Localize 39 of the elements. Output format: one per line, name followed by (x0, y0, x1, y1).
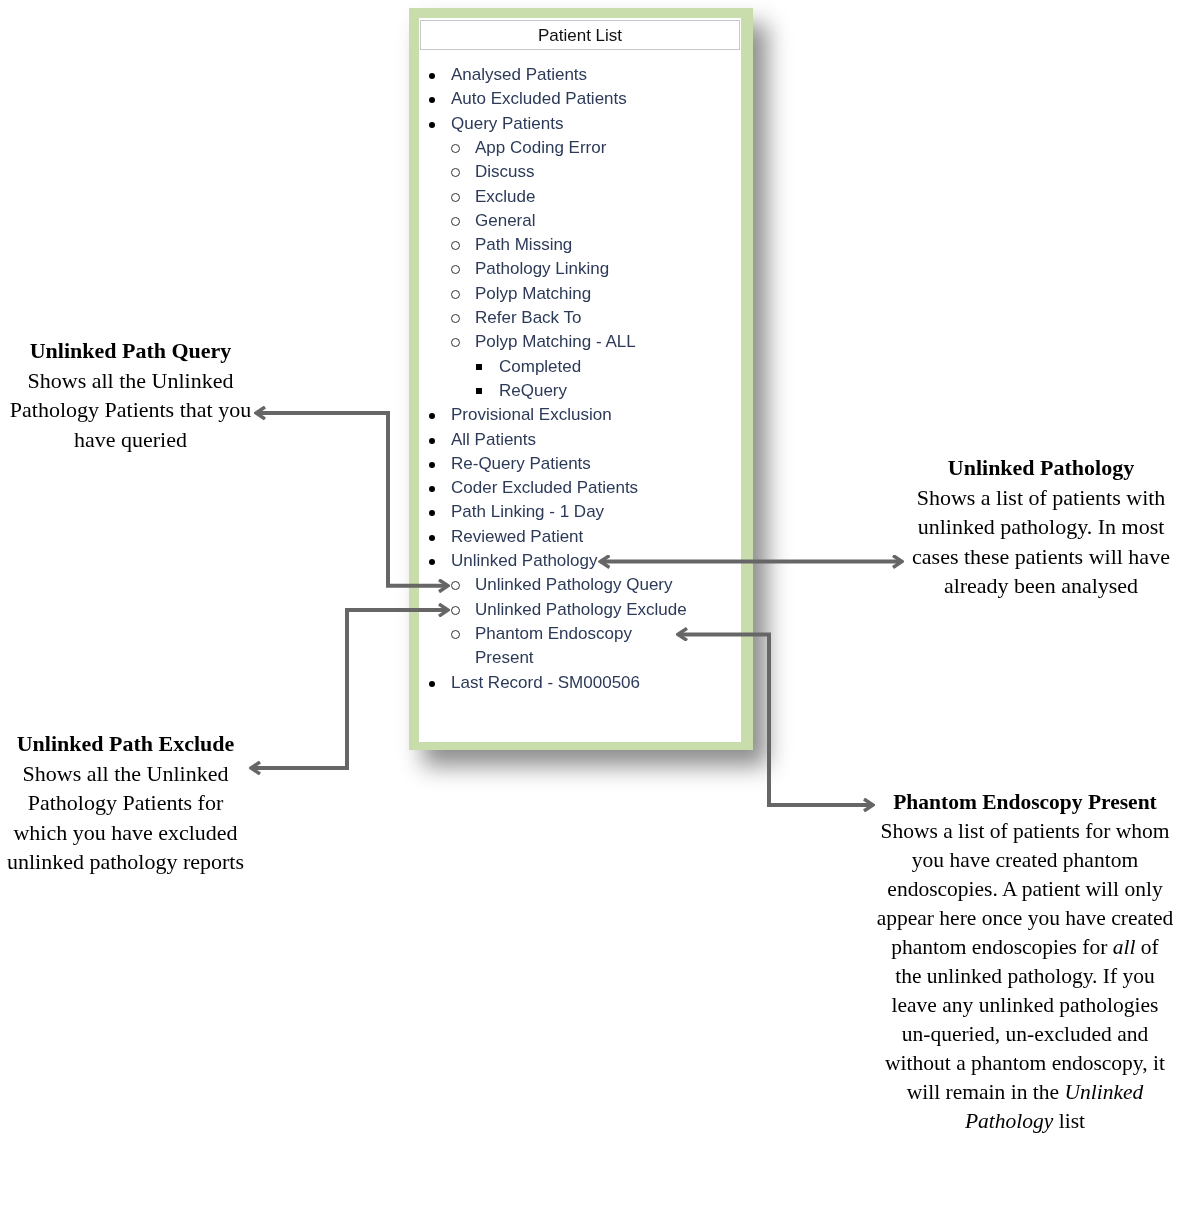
double-arrow (676, 626, 875, 813)
menu-item: Auto Excluded Patients (427, 87, 627, 112)
double-arrow (249, 602, 450, 776)
menu-item: Path Linking - 1 Day (427, 500, 605, 525)
menu-item: Analysed Patients (427, 63, 588, 88)
callout-heading: Unlinked Pathology (946, 454, 1136, 482)
menu-item: Discuss (451, 160, 535, 185)
callout-text: Shows a list of patients with unlinked pathology. In most cases these patients will have already been analysed (911, 483, 1171, 600)
menu-item: Path Missing (451, 233, 573, 258)
menu-item: Query Patients (427, 111, 564, 136)
menu-item: Polyp Matching - ALL (451, 330, 636, 355)
menu-item: Pathology Linking (451, 257, 610, 282)
menu-item: General (451, 208, 536, 234)
menu-item: Exclude (451, 184, 536, 209)
callout-heading: Phantom Endoscopy Present (892, 789, 1158, 816)
panel-heading: Patient List (420, 20, 740, 50)
menu-item: Polyp Matching (451, 281, 592, 306)
menu-item: Re-Query Patients (427, 451, 591, 477)
callout-heading: Unlinked Path Exclude (15, 730, 236, 758)
menu-item: All Patients (427, 427, 537, 452)
sidebar-panel (409, 8, 753, 750)
menu-item: Unlinked Pathology Exclude (451, 597, 687, 622)
double-arrow (598, 553, 904, 570)
menu-item: App Coding Error (451, 135, 607, 161)
callout-text: Shows all the Unlinked Pathology Patients for which you have excluded unlinked pathology reports (5, 759, 246, 876)
menu-item: Phantom Endoscopy Present (451, 621, 675, 671)
menu-item: Reviewed Patient (427, 524, 584, 549)
menu-item: Coder Excluded Patients (427, 476, 639, 501)
menu-item: Refer Back To (451, 306, 582, 331)
callout-heading: Unlinked Path Query (28, 337, 233, 365)
menu-item: Last Record - SM000506 (427, 670, 640, 695)
callout-text: Shows all the Unlinked Pathology Patients that you have queried (8, 366, 253, 454)
callout-text: Shows a list of patients for whom you have created phantom endoscopies. A patient will only appear here once you have created phantom endoscopies for all of the unlinked pathology. If you leave any unlinked pathologies un-queried, un-excluded and without a phantom endoscopy, it will remain in the Unlinked Pathology list (876, 818, 1174, 1135)
double-arrow (254, 405, 450, 594)
menu-item: ReQuery (475, 378, 568, 404)
menu-item: Unlinked Pathology (427, 549, 598, 574)
menu-item: Provisional Exclusion (427, 403, 612, 428)
menu-item: Completed (475, 354, 582, 379)
menu-item: Unlinked Pathology Query (451, 573, 673, 598)
